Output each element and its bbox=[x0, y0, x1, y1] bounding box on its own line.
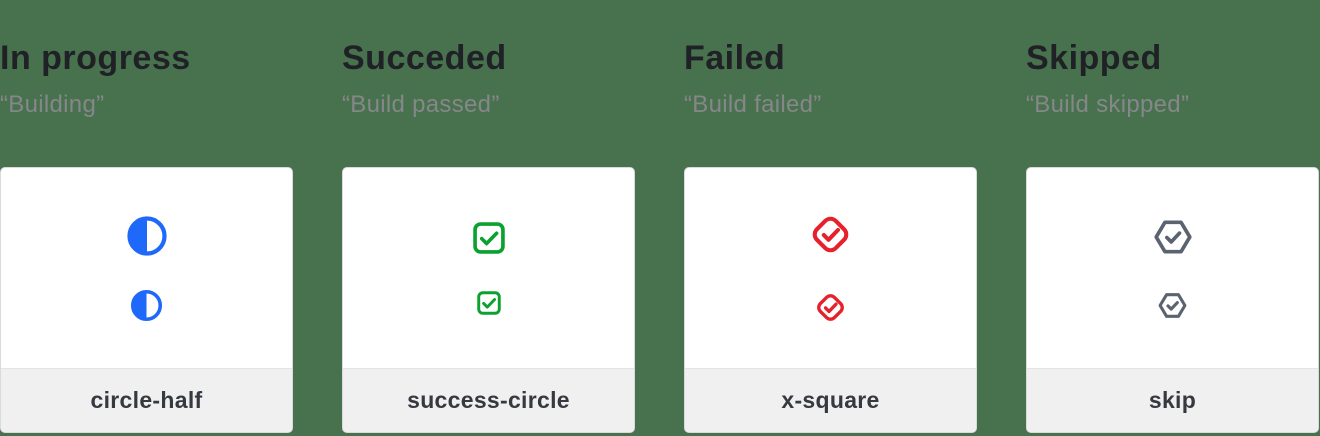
icon-preview-area bbox=[343, 168, 634, 368]
check-square-icon bbox=[472, 222, 505, 254]
circle-half-icon bbox=[126, 215, 167, 256]
column-title: Succeded bbox=[342, 39, 507, 77]
column-subtitle: “Build skipped” bbox=[1026, 91, 1190, 118]
icon-preview-area bbox=[1027, 168, 1318, 368]
icon-name-footer: skip bbox=[1027, 368, 1318, 432]
icon-preview-area bbox=[1, 168, 292, 368]
column-in-progress: In progress “Building” circle-half bbox=[0, 38, 293, 433]
icon-preview-area bbox=[685, 168, 976, 368]
column-subtitle: “Build failed” bbox=[684, 91, 822, 118]
column-title: Skipped bbox=[1026, 39, 1162, 77]
icon-card-x-square[interactable]: x-square bbox=[684, 167, 977, 433]
column-title: In progress bbox=[0, 39, 191, 77]
hexagon-check-icon bbox=[1153, 219, 1192, 254]
hexagon-check-icon bbox=[1158, 292, 1187, 318]
icon-name-label: x-square bbox=[781, 387, 880, 413]
column-skipped: Skipped “Build skipped” skip bbox=[1026, 38, 1319, 433]
column-succeded: Succeded “Build passed” success-circle bbox=[342, 38, 635, 433]
circle-half-icon bbox=[130, 289, 163, 321]
icon-name-label: skip bbox=[1148, 387, 1197, 413]
column-failed: Failed “Build failed” x-square bbox=[684, 38, 977, 433]
icon-card-skip[interactable]: skip bbox=[1026, 167, 1319, 433]
icon-name-label: success-circle bbox=[407, 387, 570, 413]
column-title: Failed bbox=[684, 39, 786, 77]
column-subtitle: “Build passed” bbox=[342, 91, 500, 118]
diamond-check-icon bbox=[812, 216, 849, 253]
column-subtitle: “Building” bbox=[0, 91, 105, 118]
icon-card-success-circle[interactable]: success-circle bbox=[342, 167, 635, 433]
icon-name-label: circle-half bbox=[90, 387, 203, 413]
check-square-icon bbox=[476, 291, 501, 315]
diamond-check-icon bbox=[817, 294, 844, 321]
icon-name-footer: success-circle bbox=[343, 368, 634, 432]
icon-card-circle-half[interactable]: circle-half bbox=[0, 167, 293, 433]
icon-name-footer: x-square bbox=[685, 368, 976, 432]
icon-name-footer: circle-half bbox=[1, 368, 292, 432]
